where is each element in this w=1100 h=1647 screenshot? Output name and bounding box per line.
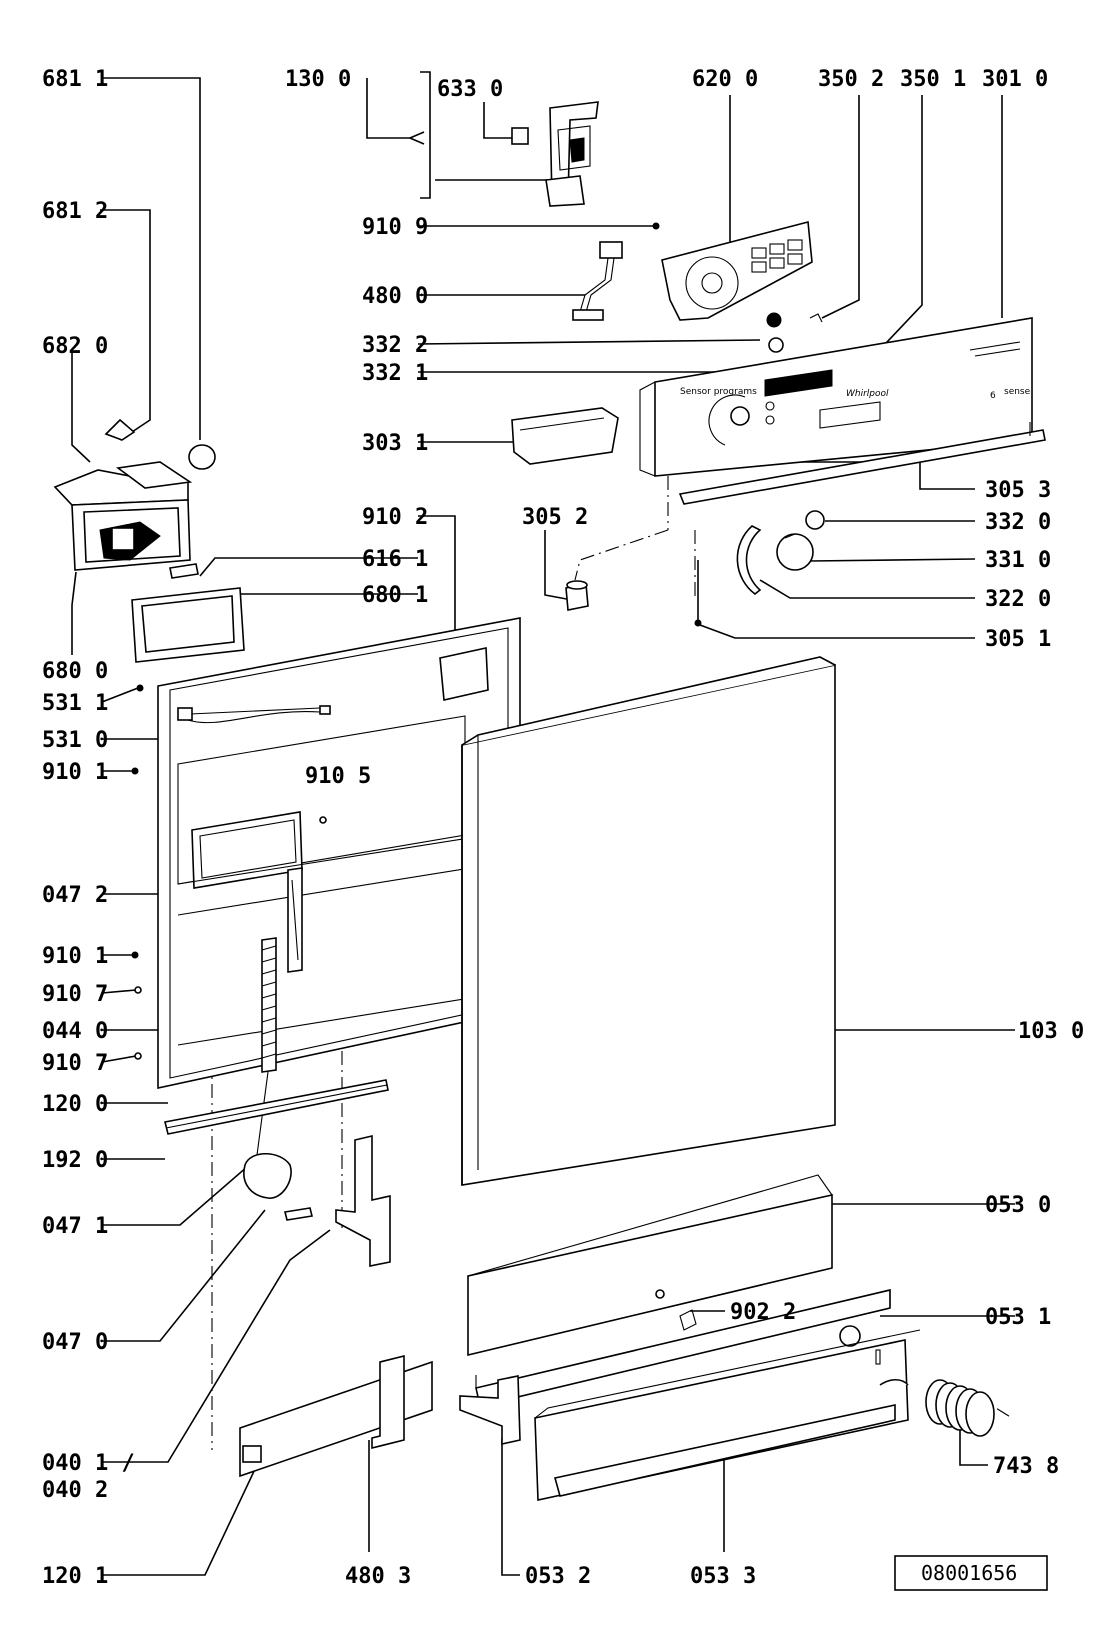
- part-label-910-1b: 910 1: [42, 944, 108, 969]
- part-label-130-0: 130 0: [285, 67, 351, 92]
- part-label-616-1: 616 1: [362, 547, 428, 572]
- part-label-053-1: 053 1: [985, 1305, 1051, 1330]
- part-label-331-0: 331 0: [985, 548, 1051, 573]
- part-label-305-3: 305 3: [985, 478, 1051, 503]
- part-label-305-1: 305 1: [985, 627, 1051, 652]
- part-label-332-0: 332 0: [985, 510, 1051, 535]
- part-labels: 681 1 130 0 633 0 620 0 350 2 350 1 301 …: [42, 67, 1084, 1589]
- trim-rail-192: [164, 1079, 389, 1135]
- part-label-303-1: 303 1: [362, 431, 428, 456]
- part-label-047-0: 047 0: [42, 1330, 108, 1355]
- part-label-120-1: 120 1: [42, 1564, 108, 1589]
- part-label-053-3: 053 3: [690, 1564, 756, 1589]
- panel-badge-number: 6: [990, 391, 996, 401]
- part-label-743-8: 743 8: [993, 1454, 1059, 1479]
- part-label-681-1: 681 1: [42, 67, 108, 92]
- part-label-053-2: 053 2: [525, 1564, 591, 1589]
- part-label-633-0: 633 0: [437, 77, 503, 102]
- part-label-053-0: 053 0: [985, 1193, 1051, 1218]
- part-label-910-1a: 910 1: [42, 760, 108, 785]
- wiring-harness: [572, 222, 660, 321]
- part-label-910-5: 910 5: [305, 764, 371, 789]
- panel-program-title: Sensor programs: [680, 387, 757, 397]
- part-label-531-1: 531 1: [42, 691, 108, 716]
- part-label-044-0: 044 0: [42, 1019, 108, 1044]
- outer-door-panel: [461, 656, 836, 1186]
- part-label-305-2: 305 2: [522, 505, 588, 530]
- dispenser-assembly: [53, 418, 245, 663]
- part-label-682-0: 682 0: [42, 334, 108, 359]
- drawing-reference-number: 08001656: [921, 1561, 1017, 1585]
- control-electronics-board: [661, 220, 813, 321]
- part-label-040-1: 040 1 /: [42, 1451, 135, 1476]
- coil-spring-743: [925, 1379, 995, 1437]
- kickplate-parts: [467, 1174, 921, 1501]
- part-label-350-1: 350 1: [900, 67, 966, 92]
- part-label-301-0: 301 0: [982, 67, 1048, 92]
- part-label-620-0: 620 0: [692, 67, 758, 92]
- part-label-531-0: 531 0: [42, 728, 108, 753]
- part-label-910-7b: 910 7: [42, 1051, 108, 1076]
- door-spring-and-cable: [243, 937, 313, 1221]
- door-latch-assembly: [511, 101, 599, 207]
- part-label-910-9: 910 9: [362, 215, 428, 240]
- part-label-680-0: 680 0: [42, 659, 108, 684]
- part-label-680-1: 680 1: [362, 583, 428, 608]
- leader-lines: [71, 71, 1015, 1576]
- part-label-047-2: 047 2: [42, 883, 108, 908]
- part-label-332-2: 332 2: [362, 333, 428, 358]
- part-label-350-2: 350 2: [818, 67, 884, 92]
- part-label-910-7a: 910 7: [42, 982, 108, 1007]
- panel-badge-word: sense: [1004, 387, 1031, 397]
- buttons-and-indicators: [511, 312, 823, 465]
- part-label-681-2: 681 2: [42, 199, 108, 224]
- drawing-reference: 08001656: [894, 1555, 1048, 1591]
- part-label-332-1: 332 1: [362, 361, 428, 386]
- part-label-480-0: 480 0: [362, 284, 428, 309]
- part-label-192-0: 192 0: [42, 1148, 108, 1173]
- part-label-480-3: 480 3: [345, 1564, 411, 1589]
- control-panel: Sensor programs Whirlpool 6 sense: [639, 317, 1046, 505]
- part-label-047-1: 047 1: [42, 1214, 108, 1239]
- part-label-322-0: 322 0: [985, 587, 1051, 612]
- panel-logo: Whirlpool: [846, 389, 889, 399]
- part-label-040-2: 040 2: [42, 1478, 108, 1503]
- small-brackets: [239, 1354, 521, 1478]
- part-label-120-0: 120 0: [42, 1092, 108, 1117]
- part-label-910-2: 910 2: [362, 505, 428, 530]
- part-label-902-2: 902 2: [730, 1300, 796, 1325]
- part-label-103-0: 103 0: [1018, 1019, 1084, 1044]
- program-knob-parts: [565, 510, 825, 627]
- hinge-bracket: [335, 1134, 391, 1267]
